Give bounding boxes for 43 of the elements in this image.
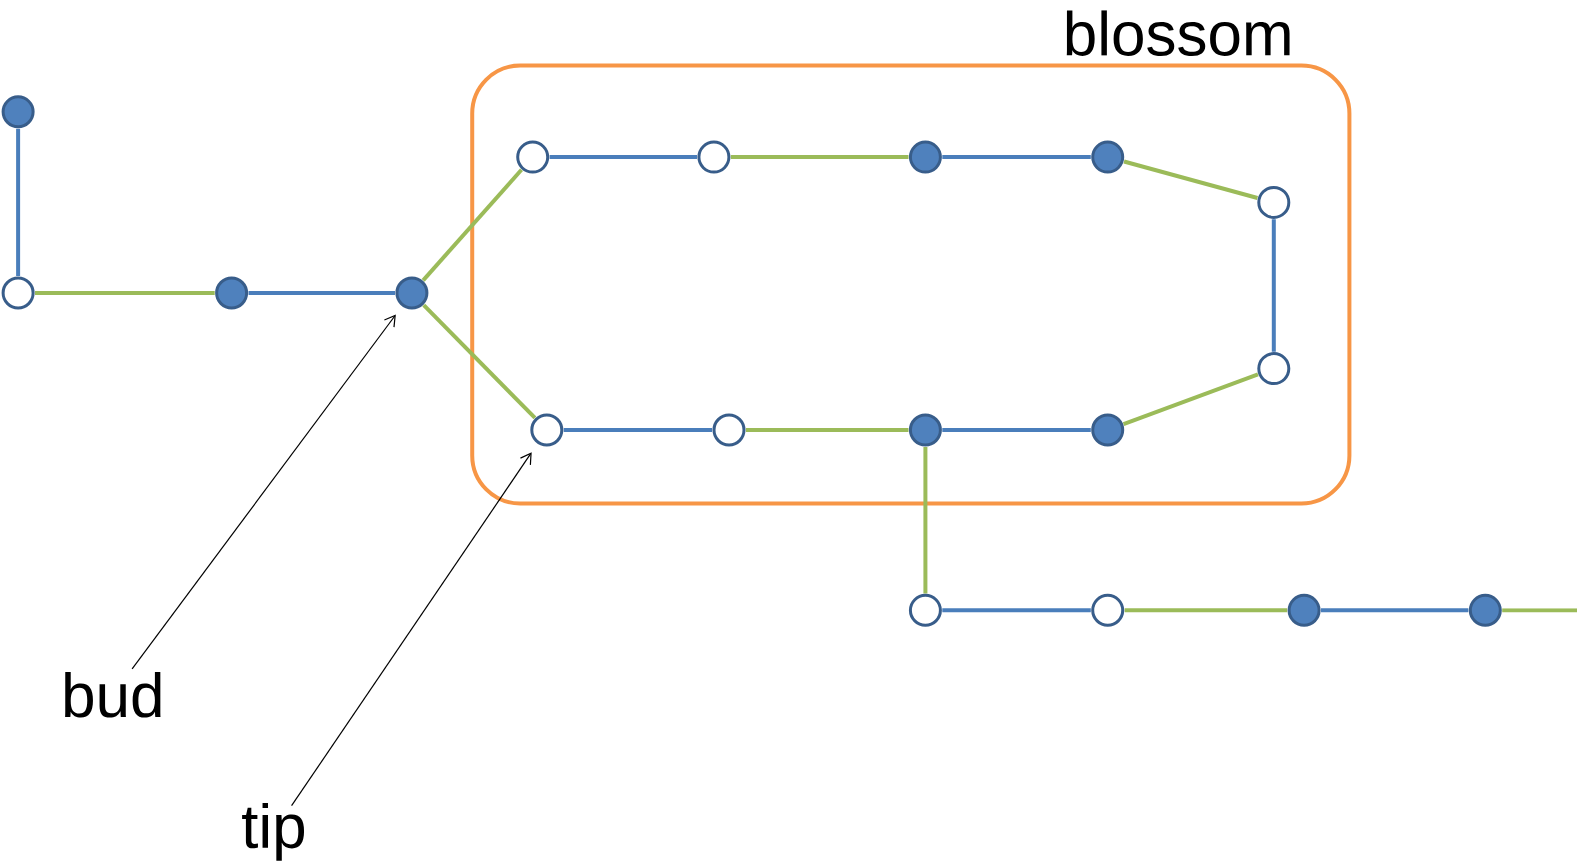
text-label: bud [65,672,161,718]
connecting-line [421,168,523,282]
filled-vertex [1,95,35,129]
connecting-line [248,291,395,295]
connecting-line [1122,372,1259,426]
empty-vertex [712,413,746,447]
connecting-line [942,155,1091,160]
filled-vertex [908,413,942,447]
connecting-line [35,291,215,295]
empty-vertex [1,276,35,310]
filled-vertex [1091,413,1125,447]
blossom-box: blossom [470,10,1352,506]
empty-vertex [1257,185,1291,219]
empty-vertex [908,593,942,627]
connecting-line [745,428,909,432]
connecting-line [1321,608,1469,613]
empty-vertex [530,413,564,447]
filled-vertex [1091,140,1125,174]
text-label: tip [242,802,305,861]
node-label: blossom [1066,10,1290,56]
connecting-line [730,155,909,160]
filled-vertex [215,276,249,310]
filled-vertex [908,140,942,174]
connecting-line [422,303,537,420]
empty-vertex [1257,352,1291,386]
connecting-line [923,446,928,594]
connecting-line [1502,608,1577,613]
connecting-line [1124,608,1288,613]
filled-vertex [1468,593,1502,627]
connecting-line [549,155,697,160]
leader-arrow [290,452,532,807]
leader-arrow [131,314,396,670]
empty-vertex [516,140,550,174]
connecting-line [942,428,1091,432]
filled-vertex [1287,593,1321,627]
filled-vertex [395,276,429,310]
connecting-line [16,128,21,277]
connecting-line [1271,219,1276,352]
connecting-line [563,428,713,432]
empty-vertex [697,140,731,174]
connecting-line [1123,159,1259,200]
connecting-line [942,608,1091,613]
empty-vertex [1091,593,1125,627]
